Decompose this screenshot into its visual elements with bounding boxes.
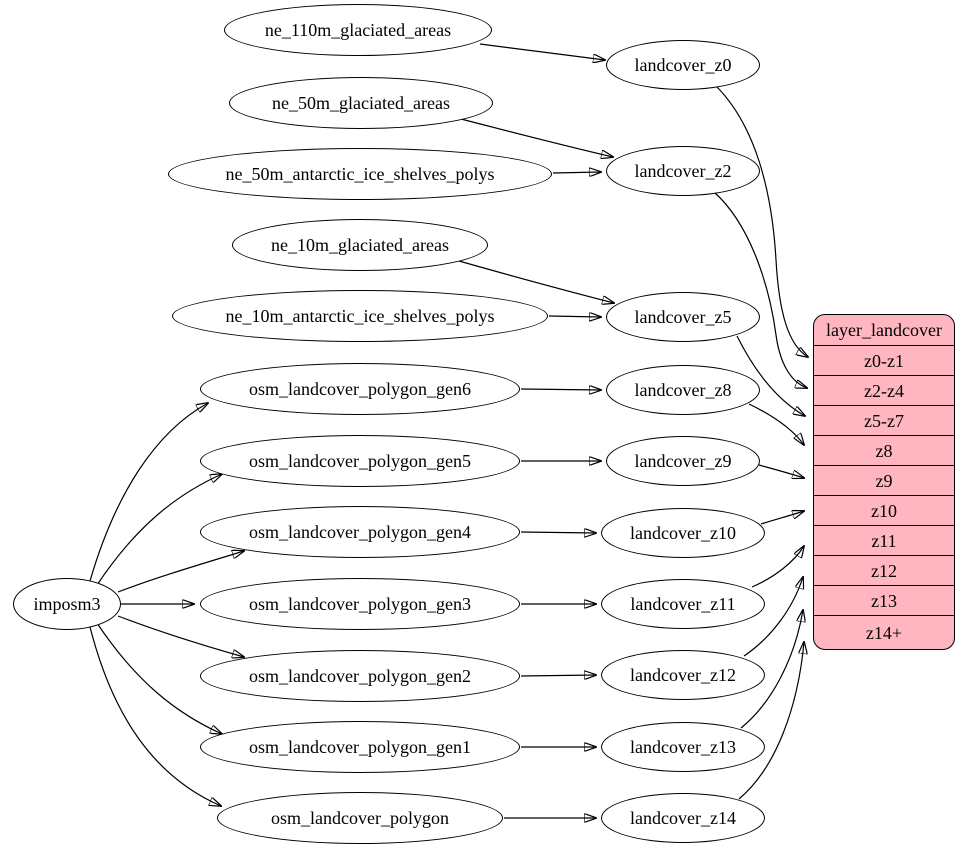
node-landcover-z11: landcover_z11 xyxy=(601,579,765,629)
edge-imposm3-gen2 xyxy=(117,615,244,657)
node-osm-landcover-polygon-gen6: osm_landcover_polygon_gen6 xyxy=(200,363,520,415)
node-label: ne_10m_glaciated_areas xyxy=(271,235,449,255)
node-landcover-z10: landcover_z10 xyxy=(601,508,765,558)
edge-z13-row xyxy=(740,610,803,729)
node-ne-50m-antarctic-ice-shelves-polys: ne_50m_antarctic_ice_shelves_polys xyxy=(168,148,552,200)
record-row-z2-z4: z2-z4 xyxy=(814,375,954,405)
record-row-z8: z8 xyxy=(814,435,954,465)
node-label: landcover_z12 xyxy=(630,665,736,685)
node-landcover-z5: landcover_z5 xyxy=(606,292,760,342)
node-label: osm_landcover_polygon_gen6 xyxy=(249,379,471,399)
record-title: layer_landcover xyxy=(826,320,942,340)
edge-z14-row xyxy=(738,642,804,800)
edge-ne10m-ant-z5 xyxy=(548,316,601,317)
edge-gen6-z8 xyxy=(520,389,601,390)
node-osm-landcover-polygon-gen4: osm_landcover_polygon_gen4 xyxy=(200,506,520,558)
node-landcover-z13: landcover_z13 xyxy=(601,722,765,772)
node-ne-110m-glaciated-areas: ne_110m_glaciated_areas xyxy=(224,4,492,56)
node-label: ne_10m_antarctic_ice_shelves_polys xyxy=(225,306,495,326)
edge-z8-row xyxy=(748,403,804,445)
node-label: osm_landcover_polygon_gen1 xyxy=(249,737,471,757)
edge-ne50m-ant-z2 xyxy=(552,172,601,173)
edge-imposm3-gen5 xyxy=(96,474,222,586)
node-label: osm_landcover_polygon_gen2 xyxy=(249,666,471,686)
edge-gen4-z10 xyxy=(520,532,596,533)
node-label: landcover_z11 xyxy=(630,594,736,614)
node-label: landcover_z0 xyxy=(634,55,732,75)
node-osm-landcover-polygon: osm_landcover_polygon xyxy=(217,792,503,844)
edge-ne50m-glac-z2 xyxy=(460,118,613,157)
record-row-z14plus: z14+ xyxy=(814,615,954,649)
node-osm-landcover-polygon-gen2: osm_landcover_polygon_gen2 xyxy=(200,650,520,702)
record-row-z5-z7: z5-z7 xyxy=(814,405,954,435)
edge-imposm3-polygon xyxy=(89,626,221,806)
node-ne-10m-antarctic-ice-shelves-polys: ne_10m_antarctic_ice_shelves_polys xyxy=(172,290,548,342)
record-row-z9: z9 xyxy=(814,465,954,495)
edge-z12-row xyxy=(743,577,803,657)
node-label: landcover_z8 xyxy=(634,380,732,400)
edge-z5-row xyxy=(736,335,805,416)
edge-z11-row xyxy=(751,546,804,588)
node-label: osm_landcover_polygon_gen5 xyxy=(249,451,471,471)
node-label: ne_50m_antarctic_ice_shelves_polys xyxy=(225,164,495,184)
record-row-z11: z11 xyxy=(814,525,954,555)
edge-imposm3-gen1 xyxy=(96,622,222,734)
node-layer-landcover: layer_landcover z0-z1 z2-z4 z5-z7 z8 z9 … xyxy=(813,314,955,650)
edge-z0-row xyxy=(715,85,808,357)
record-row-z13: z13 xyxy=(814,585,954,615)
edge-z10-row xyxy=(760,511,804,525)
node-label: landcover_z10 xyxy=(630,523,736,543)
node-ne-50m-glaciated-areas: ne_50m_glaciated_areas xyxy=(229,77,493,129)
node-landcover-z9: landcover_z9 xyxy=(606,436,760,486)
node-label: landcover_z9 xyxy=(634,451,732,471)
node-label: landcover_z2 xyxy=(634,161,732,181)
node-label: osm_landcover_polygon xyxy=(271,808,449,828)
node-label: landcover_z14 xyxy=(630,808,736,828)
node-label: imposm3 xyxy=(33,594,101,614)
node-osm-landcover-polygon-gen5: osm_landcover_polygon_gen5 xyxy=(200,435,520,487)
node-landcover-z2: landcover_z2 xyxy=(606,146,760,196)
node-label: osm_landcover_polygon_gen3 xyxy=(249,594,471,614)
record-row-z12: z12 xyxy=(814,555,954,585)
edge-z9-row xyxy=(758,464,804,478)
node-osm-landcover-polygon-gen3: osm_landcover_polygon_gen3 xyxy=(200,578,520,630)
node-label: ne_50m_glaciated_areas xyxy=(272,93,450,113)
node-landcover-z8: landcover_z8 xyxy=(606,365,760,415)
node-imposm3: imposm3 xyxy=(13,578,121,630)
node-label: landcover_z5 xyxy=(634,307,732,327)
node-osm-landcover-polygon-gen1: osm_landcover_polygon_gen1 xyxy=(200,721,520,773)
node-landcover-z14: landcover_z14 xyxy=(601,793,765,843)
edge-imposm3-gen6 xyxy=(89,403,208,582)
record-row-z10: z10 xyxy=(814,495,954,525)
node-label: landcover_z13 xyxy=(630,737,736,757)
edge-ne110m-z0 xyxy=(479,43,605,60)
edge-ne10m-glac-z5 xyxy=(458,260,614,303)
edge-gen2-z12 xyxy=(520,675,596,676)
edge-z2-row xyxy=(713,191,807,388)
edge-imposm3-gen4 xyxy=(117,551,244,593)
node-ne-10m-glaciated-areas: ne_10m_glaciated_areas xyxy=(232,219,488,271)
node-label: ne_110m_glaciated_areas xyxy=(264,20,452,40)
node-landcover-z12: landcover_z12 xyxy=(601,650,765,700)
node-landcover-z0: landcover_z0 xyxy=(606,40,760,90)
record-row-z0-z1: z0-z1 xyxy=(814,345,954,375)
node-label: osm_landcover_polygon_gen4 xyxy=(249,522,471,542)
